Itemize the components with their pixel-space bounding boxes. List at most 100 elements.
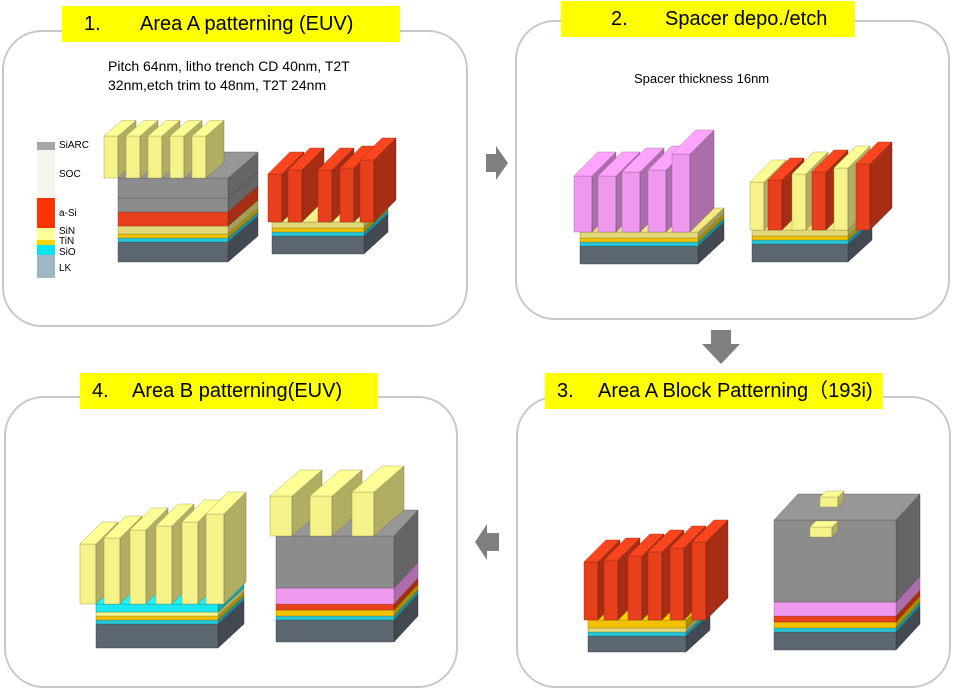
step-2-number: 2.: [611, 8, 628, 30]
legend-label-lk: LK: [59, 263, 72, 274]
material-legend: SiARC SOC a-Si SiN TiN SiO LK: [37, 140, 107, 282]
s2a-layer-3: [579, 245, 699, 265]
s4a-line-1: [103, 537, 121, 605]
s2a-line-1: [597, 175, 617, 233]
s2b-line-4: [833, 167, 849, 231]
step-1-stack-asi: [267, 137, 397, 255]
s4a-line-2: [129, 529, 147, 605]
step-4-number: 4.: [92, 380, 109, 402]
s2a-layer-0: [579, 231, 699, 239]
s2a-line-4: [671, 153, 691, 233]
step-1-description-line-1: Pitch 64nm, litho trench CD 40nm, T2T: [108, 58, 350, 74]
s3b-layer-3: [773, 621, 897, 629]
s2b-layer-0: [751, 229, 849, 237]
s3a-line-5: [691, 541, 707, 621]
step-2-description-line-1: Spacer thickness 16nm: [634, 71, 770, 86]
s1a-layer-5: [117, 237, 229, 243]
s3a-layer-0: [587, 619, 687, 629]
s2b-layer-1: [751, 235, 849, 241]
s4a-layer-1: [95, 611, 219, 617]
s1b-line-2: [317, 169, 333, 223]
arrow-down-icon: [702, 330, 740, 364]
s1b-layer-2: [271, 231, 365, 237]
s2a-layer-2: [579, 241, 699, 247]
s2b-layer-2: [751, 239, 849, 245]
s1b-line-3: [339, 167, 355, 223]
s1b-layer-1: [271, 227, 365, 233]
step-3-title: 3. Area A Block Patterning（193i): [545, 373, 883, 409]
s4b-layer-3: [275, 609, 395, 617]
step-3-number: 3.: [557, 380, 574, 402]
s4a-line-5: [205, 513, 225, 605]
step-3-stack-block: [583, 519, 729, 653]
legend-label-soc: SOC: [59, 169, 81, 180]
s4a-layer-0: [95, 603, 219, 613]
s3b-layer-1: [773, 601, 897, 617]
step-1-stack-soc: [103, 119, 259, 263]
step-4-title-text: Area B patterning(EUV): [132, 380, 343, 402]
s1a-layer-2: [117, 211, 229, 227]
s2a-layer-1: [579, 237, 699, 243]
s1a-line-1: [125, 135, 141, 179]
s4b-layer-0: [275, 535, 395, 589]
s3b-layer-5: [773, 631, 897, 651]
s2a-line-3: [647, 169, 667, 233]
step-1-title-text: Area A patterning (EUV): [140, 13, 354, 35]
s1a-line-2: [147, 135, 163, 179]
s1a-layer-6: [117, 241, 229, 263]
legend-swatch-siarc: [37, 142, 55, 150]
arrow-right-icon: [486, 146, 508, 180]
step-2-title-text: Spacer depo./etch: [665, 8, 828, 30]
s2b-line-0: [749, 181, 765, 231]
s1b-line-0: [267, 173, 283, 223]
s2b-layer-3: [751, 243, 849, 263]
s4b-line-2: [351, 491, 375, 537]
s4a-layer-4: [95, 623, 219, 649]
s4a-line-3: [155, 525, 173, 605]
s1a-layer-1: [117, 197, 229, 213]
s4a-layer-2: [95, 615, 219, 621]
s3a-line-2: [627, 555, 643, 621]
step-2-stack-spacer: [573, 129, 725, 265]
s1a-line-4: [191, 135, 207, 179]
step-1-description: Pitch 64nm, litho trench CD 40nm, T2T 32…: [108, 57, 408, 95]
legend-swatch-sio: [37, 245, 55, 255]
step-2-description: Spacer thickness 16nm: [634, 69, 769, 88]
legend-swatch-a-si: [37, 198, 55, 228]
s3a-line-4: [669, 547, 685, 621]
s1b-layer-0: [271, 221, 365, 229]
s3a-line-0: [583, 561, 599, 621]
legend-swatch-soc: [37, 150, 55, 198]
s2b-line-2: [791, 173, 807, 231]
s1a-layer-4: [117, 233, 229, 239]
s3a-layer-3: [587, 635, 687, 653]
s1b-line-4: [359, 159, 375, 223]
legend-label-tin: TiN: [59, 236, 75, 247]
step-2-stack-asi-spacer: [749, 141, 893, 263]
legend-label-a-si: a-Si: [59, 208, 77, 219]
s3a-layer-2: [587, 631, 687, 637]
legend-swatch-sin: [37, 228, 55, 240]
step-1-number: 1.: [84, 13, 101, 35]
s1a-layer-0: [117, 177, 229, 199]
legend-label-sio: SiO: [59, 247, 76, 258]
s1a-layer-3: [117, 225, 229, 235]
step-1-title: 1. Area A patterning (EUV): [62, 6, 400, 42]
legend-label-sin: SiN: [59, 226, 76, 237]
step-3-stack-gray: [773, 490, 921, 651]
s4b-layer-2: [275, 603, 395, 611]
legend-label-siarc: SiARC: [59, 140, 90, 151]
s3b-layer-2: [773, 615, 897, 623]
s1a-line-0: [103, 135, 119, 179]
s4b-line-0: [269, 495, 293, 537]
s1b-line-1: [287, 169, 303, 223]
step-4-stack-cyan: [79, 491, 247, 649]
s1b-layer-3: [271, 235, 365, 255]
s4a-line-0: [79, 543, 97, 605]
step-4-stack-gray: [269, 465, 419, 643]
step-3-title-text: Area A Block Patterning（193i): [598, 380, 873, 402]
s3b-layer-4: [773, 627, 897, 633]
arrow-left-icon: [475, 524, 499, 560]
s4b-layer-5: [275, 619, 395, 643]
step-2-title: 2. Spacer depo./etch: [561, 1, 855, 37]
